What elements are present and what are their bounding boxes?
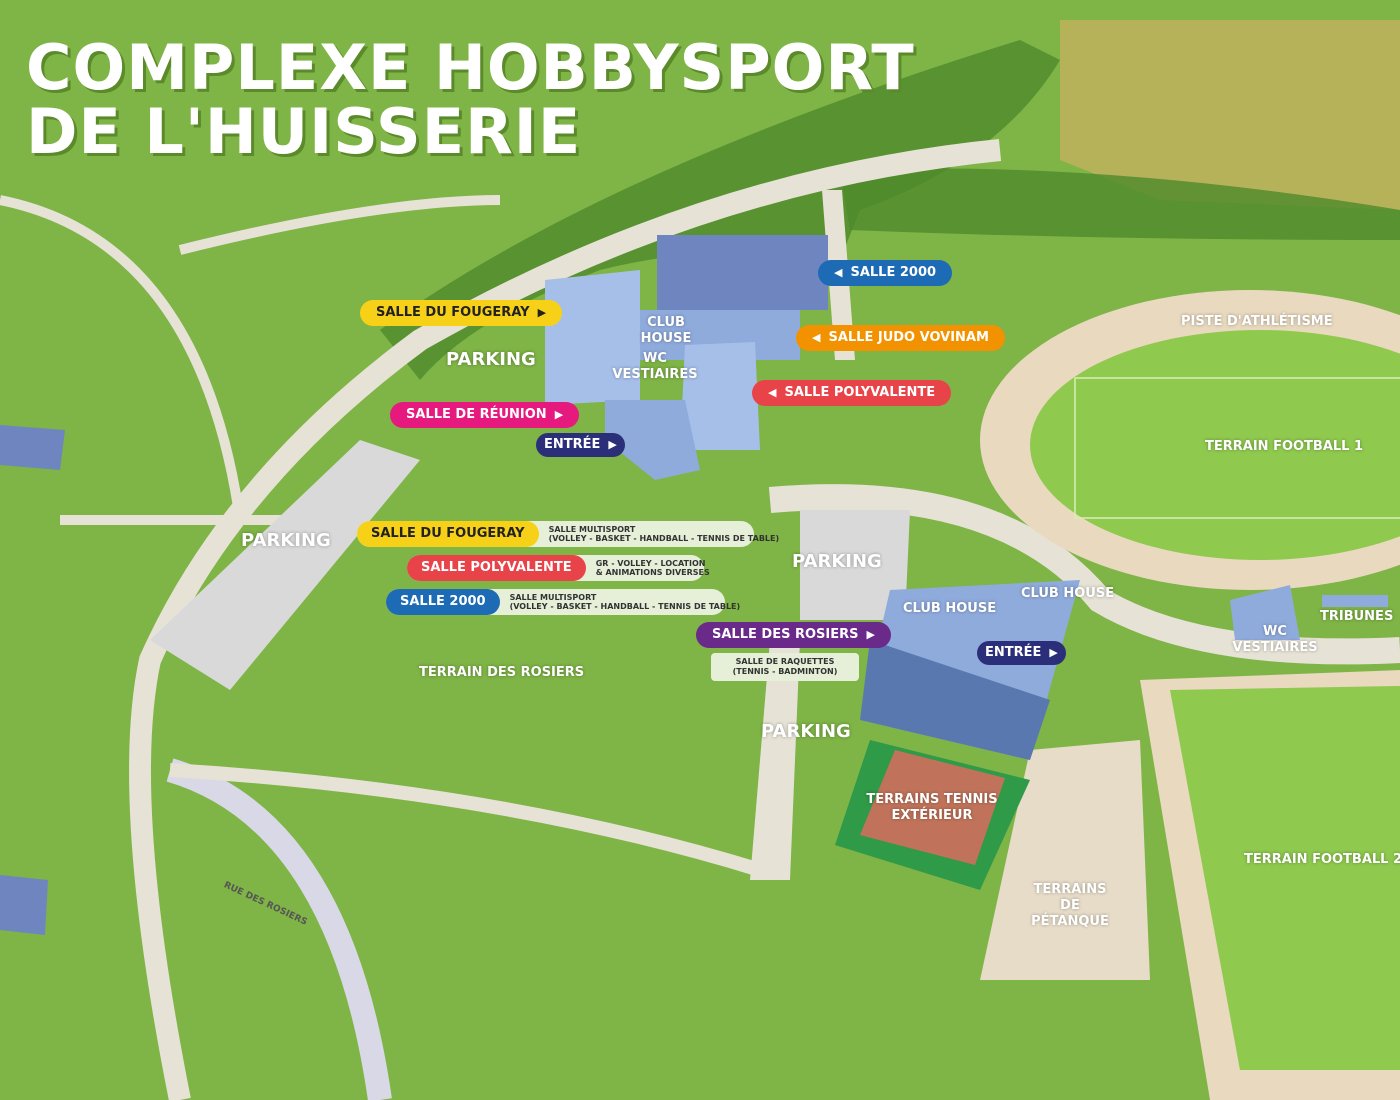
- arrow-right-icon: ▶: [608, 438, 617, 451]
- callout-salle-2000[interactable]: ◀ SALLE 2000: [818, 260, 953, 286]
- legend-desc: SALLE MULTISPORT(VOLLEY - BASKET - HANDB…: [500, 593, 751, 611]
- label-piste-athletisme: PISTE D'ATHLÉTISME: [1181, 314, 1333, 329]
- callout-label: ENTRÉE: [544, 437, 601, 452]
- track-infield: [1030, 330, 1400, 560]
- building-fougeray: [545, 270, 640, 405]
- path-west: [0, 195, 501, 525]
- label-terrains-tennis: TERRAINS TENNIS EXTÉRIEUR: [866, 792, 998, 823]
- callout-label: SALLE DE RÉUNION: [406, 407, 547, 422]
- rosiers-description: SALLE DE RAQUETTES(TENNIS - BADMINTON): [711, 653, 859, 681]
- legend-tag: SALLE 2000: [386, 589, 500, 615]
- legend-salle-2000: SALLE 2000 SALLE MULTISPORT(VOLLEY - BAS…: [386, 589, 740, 615]
- road-east: [768, 484, 1400, 665]
- football-field-2-grass: [1170, 686, 1400, 1070]
- callout-label: SALLE DU FOUGERAY: [376, 305, 530, 320]
- title-line-1: COMPLEXE HOBBYSPORT: [26, 31, 915, 104]
- legend-desc: GR - VOLLEY - LOCATION& ANIMATIONS DIVER…: [586, 559, 720, 577]
- label-parking: PARKING: [792, 551, 882, 572]
- parking-lot-center: [800, 510, 910, 620]
- legend-desc-line-1: SALLE MULTISPORT: [548, 525, 636, 534]
- legend-salle-polyvalente: SALLE POLYVALENTE GR - VOLLEY - LOCATION…: [407, 555, 710, 581]
- label-tribunes: TRIBUNES: [1320, 609, 1394, 624]
- label-club-house: CLUB HOUSE: [903, 601, 997, 616]
- legend-desc: SALLE MULTISPORT(VOLLEY - BASKET - HANDB…: [539, 525, 790, 543]
- label-terrains-petanque: TERRAINS DE PÉTANQUE: [1031, 882, 1109, 929]
- callout-salle-du-fougeray[interactable]: SALLE DU FOUGERAY ▶: [360, 300, 563, 326]
- petanque-area: [980, 740, 1150, 980]
- callout-salle-polyvalente[interactable]: ◀ SALLE POLYVALENTE: [752, 380, 952, 406]
- callout-label: ENTRÉE: [985, 645, 1042, 660]
- road-rue-des-rosiers: [166, 758, 392, 1100]
- building-west-2: [0, 875, 48, 935]
- building-salle-2000: [657, 235, 828, 310]
- legend-desc-line-2: (VOLLEY - BASKET - HANDBALL - TENNIS DE …: [548, 534, 780, 543]
- legend-desc-line-2: (VOLLEY - BASKET - HANDBALL - TENNIS DE …: [509, 602, 741, 611]
- callout-salle-de-reunion[interactable]: SALLE DE RÉUNION ▶: [390, 402, 580, 428]
- label-club-house: CLUB HOUSE: [640, 315, 692, 346]
- building-wc-vestiaires: [1230, 585, 1300, 640]
- road-parking-south: [750, 640, 800, 880]
- title-line-2: DE L'HUISSERIE: [26, 95, 582, 168]
- legend-salle-du-fougeray: SALLE DU FOUGERAY SALLE MULTISPORT(VOLLE…: [357, 521, 779, 547]
- callout-salle-judo-vovinam[interactable]: ◀ SALLE JUDO VOVINAM: [796, 325, 1005, 351]
- arrow-left-icon: ◀: [768, 386, 777, 399]
- callout-entree-2[interactable]: ENTRÉE ▶: [977, 641, 1066, 665]
- rosiers-desc-line-2: (TENNIS - BADMINTON): [732, 667, 838, 676]
- building-entrance: [605, 400, 700, 480]
- building-tribunes: [1322, 595, 1388, 607]
- building-polyvalente: [680, 342, 760, 450]
- arrow-left-icon: ◀: [834, 266, 843, 279]
- arrow-right-icon: ▶: [1049, 646, 1058, 659]
- arrow-right-icon: ▶: [866, 628, 875, 641]
- rosiers-desc-line-1: SALLE DE RAQUETTES: [735, 657, 835, 666]
- label-parking: PARKING: [446, 349, 536, 370]
- label-terrain-des-rosiers: TERRAIN DES ROSIERS: [419, 665, 585, 680]
- building-west-1: [0, 425, 65, 470]
- label-parking: PARKING: [761, 721, 851, 742]
- label-club-house: CLUB HOUSE: [1021, 586, 1115, 601]
- tennis-court-clay: [860, 750, 1005, 865]
- callout-label: SALLE DES ROSIERS: [712, 627, 859, 642]
- legend-desc-line-1: SALLE MULTISPORT: [509, 593, 597, 602]
- parking-lot-west: [150, 440, 420, 690]
- callout-label: SALLE JUDO VOVINAM: [828, 330, 989, 345]
- legend-desc-line-2: & ANIMATIONS DIVERSES: [595, 568, 710, 577]
- field-area: [1060, 20, 1400, 210]
- building-rosiers-roof: [860, 640, 1050, 760]
- legend-tag: SALLE DU FOUGERAY: [357, 521, 539, 547]
- callout-entree-1[interactable]: ENTRÉE ▶: [536, 433, 625, 457]
- building-club-house: [640, 310, 800, 360]
- callout-label: SALLE POLYVALENTE: [784, 385, 936, 400]
- legend-desc-line-1: GR - VOLLEY - LOCATION: [595, 559, 706, 568]
- label-wc-vestiaires: WC VESTIAIRES: [1232, 624, 1318, 655]
- callout-label: SALLE 2000: [850, 265, 937, 280]
- arrow-left-icon: ◀: [812, 331, 821, 344]
- football-field-1-lines: [1074, 377, 1400, 519]
- arrow-right-icon: ▶: [554, 408, 564, 421]
- label-parking: PARKING: [241, 530, 331, 551]
- road-south: [169, 763, 763, 877]
- legend-tag: SALLE POLYVALENTE: [407, 555, 586, 581]
- label-terrain-football-1: TERRAIN FOOTBALL 1: [1205, 439, 1364, 454]
- label-wc-vestiaires: WC VESTIAIRES: [612, 351, 698, 382]
- arrow-right-icon: ▶: [537, 306, 547, 319]
- label-terrain-football-2: TERRAIN FOOTBALL 2: [1244, 852, 1400, 867]
- tree-line-east: [840, 168, 1400, 240]
- callout-salle-des-rosiers[interactable]: SALLE DES ROSIERS ▶: [696, 622, 891, 648]
- main-road: [129, 139, 1002, 1100]
